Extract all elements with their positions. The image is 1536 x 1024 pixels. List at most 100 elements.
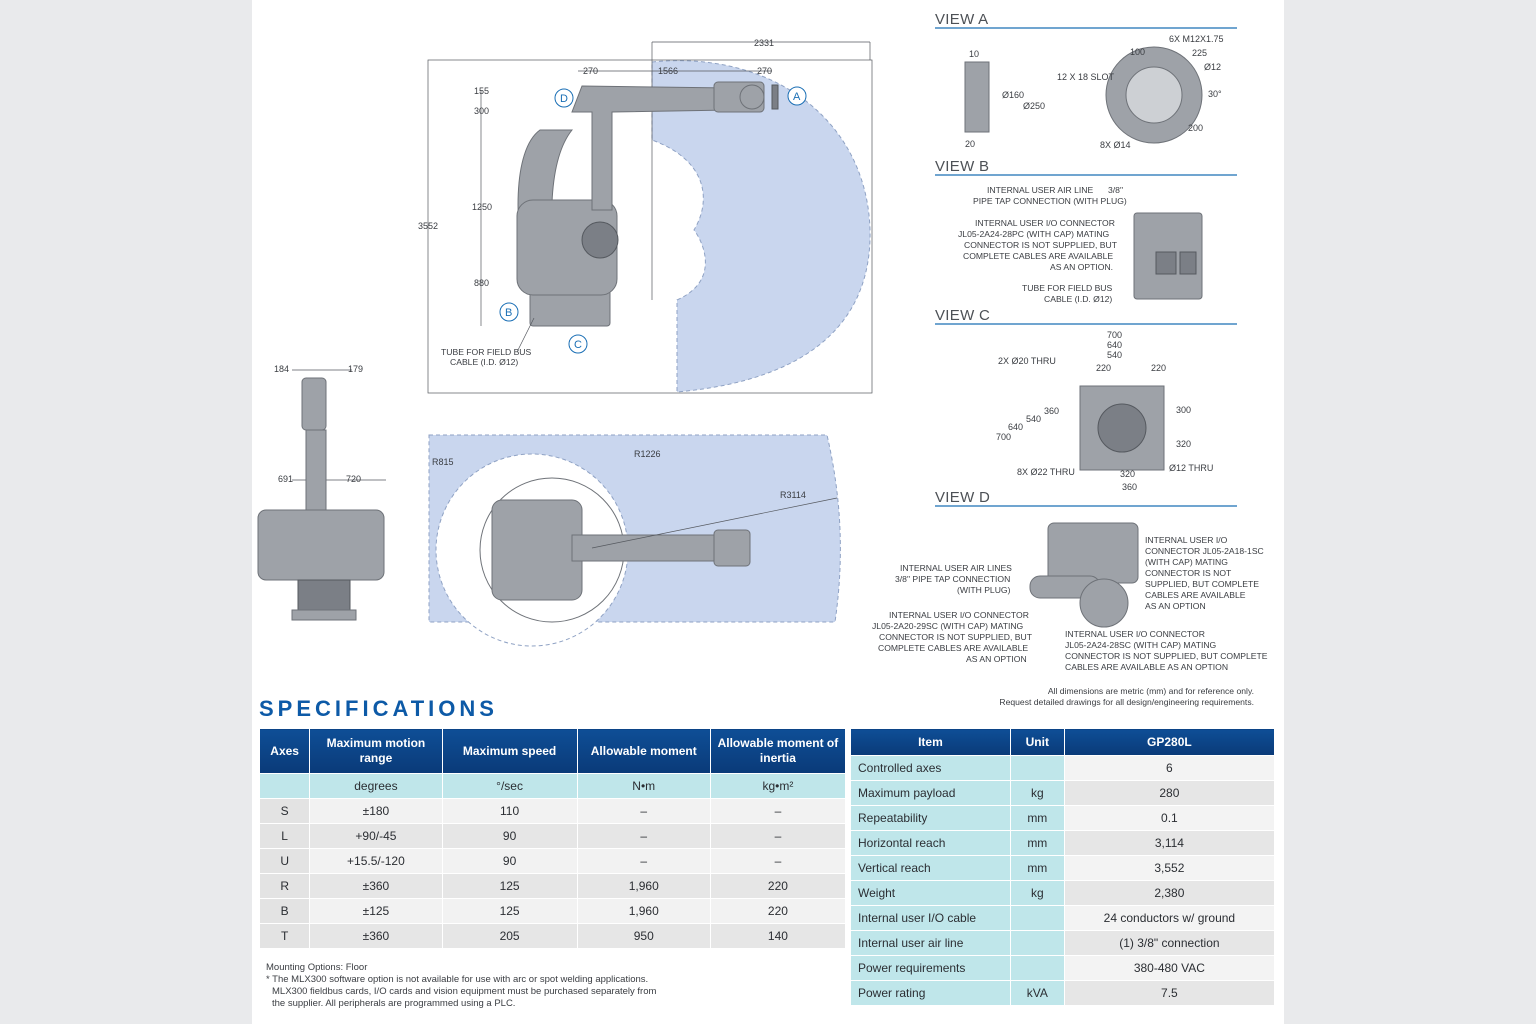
view-d: VIEW D INTERNAL USER I/O CONNECTOR JL05-… [872,489,1268,672]
table-row: Internal user I/O cable 24 conductors w/… [850,905,1276,931]
footnote-1: * The MLX300 software option is not avai… [266,974,649,985]
svg-text:Ø160: Ø160 [1002,90,1024,100]
svg-text:INTERNAL USER I/O CONNECTOR: INTERNAL USER I/O CONNECTOR [1065,629,1205,639]
footnote-3: the supplier. All peripherals are progra… [272,998,516,1009]
table-row: Maximum payload kg 280 [850,780,1276,806]
side-view-drawing: 2331 270 1566 270 155 300 1250 3552 880 … [418,38,873,394]
svg-text:JL05-2A20-29SC (WITH CAP) MATI: JL05-2A20-29SC (WITH CAP) MATING [872,621,1024,631]
header-model: GP280L [1063,728,1276,756]
svg-text:220: 220 [1151,363,1166,373]
dim-270-left: 270 [583,66,598,76]
header-motion-range: Maximum motion range [309,728,443,774]
svg-text:CABLE (I.D. Ø12): CABLE (I.D. Ø12) [450,357,518,367]
callout-b: B [499,302,519,322]
svg-text:INTERNAL USER AIR LINES: INTERNAL USER AIR LINES [900,563,1012,573]
front-view-drawing: 184 179 691 720 [257,364,386,621]
view-a-title: VIEW A [935,11,988,28]
svg-text:540: 540 [1026,414,1041,424]
dim-1566: 1566 [658,66,678,76]
svg-text:AS AN OPTION.: AS AN OPTION. [1050,262,1113,272]
svg-text:CABLES ARE AVAILABLE AS AN OPT: CABLES ARE AVAILABLE AS AN OPTION [1065,662,1228,672]
table-row: Internal user air line (1) 3/8" connecti… [850,930,1276,956]
svg-text:COMPLETE CABLES ARE AVAILABLE: COMPLETE CABLES ARE AVAILABLE [878,643,1028,653]
svg-text:3/8" PIPE TAP CONNECTION: 3/8" PIPE TAP CONNECTION [895,574,1010,584]
spec-sheet: 2331 270 1566 270 155 300 1250 3552 880 … [252,0,1284,1024]
svg-text:200: 200 [1188,123,1203,133]
svg-text:CONNECTOR IS NOT: CONNECTOR IS NOT [1145,568,1232,578]
table-row: R ±360 125 1,960 220 [258,873,847,899]
svg-text:320: 320 [1120,469,1135,479]
top-view-drawing: R815 R1226 R3114 [428,434,841,647]
header-moment-inertia: Allowable moment of inertia [709,728,847,774]
svg-text:8X Ø14: 8X Ø14 [1100,140,1131,150]
technical-drawings: 2331 270 1566 270 155 300 1250 3552 880 … [257,11,1268,672]
table-row: Horizontal reach mm 3,114 [850,830,1276,856]
svg-text:3/8": 3/8" [1108,185,1123,195]
svg-text:Ø12: Ø12 [1204,62,1221,72]
table-row: Power requirements 380-480 VAC [850,955,1276,981]
view-a: VIEW A 6X M12X1.75 100 225 Ø12 30° 12 X … [935,11,1237,150]
dim-270-right: 270 [757,66,772,76]
dim-179: 179 [348,364,363,374]
svg-text:SUPPLIED, BUT COMPLETE: SUPPLIED, BUT COMPLETE [1145,579,1259,589]
callout-d: D [554,88,574,108]
svg-text:CONNECTOR IS NOT SUPPLIED, BUT: CONNECTOR IS NOT SUPPLIED, BUT [879,632,1033,642]
svg-text:640: 640 [1008,422,1023,432]
svg-text:20: 20 [965,139,975,149]
dim-r3114: R3114 [780,490,806,500]
dim-880: 880 [474,278,489,288]
dim-r1226: R1226 [634,449,661,459]
footnotes: Mounting Options: Floor * The MLX300 sof… [266,962,826,1010]
svg-text:300: 300 [1176,405,1191,415]
svg-text:INTERNAL USER AIR LINE: INTERNAL USER AIR LINE [987,185,1093,195]
svg-text:640: 640 [1107,340,1122,350]
view-c: VIEW C 700 640 540 220 220 2X Ø20 THRU 3… [935,307,1237,492]
svg-text:C: C [574,339,582,351]
svg-text:INTERNAL USER I/O CONNECTOR: INTERNAL USER I/O CONNECTOR [889,610,1029,620]
svg-text:A: A [793,91,801,103]
item-spec-table: Item Unit GP280L Controlled axes 6 Maxim… [850,728,1276,1006]
svg-text:(WITH PLUG): (WITH PLUG) [957,585,1011,595]
header-max-speed: Maximum speed [441,728,578,774]
dim-691: 691 [278,474,293,484]
header-unit: Unit [1009,728,1065,756]
table-row: T ±360 205 950 140 [258,923,847,949]
header-allowable-moment: Allowable moment [576,728,711,774]
svg-text:CABLE (I.D. Ø12): CABLE (I.D. Ø12) [1044,294,1112,304]
svg-text:360: 360 [1044,406,1059,416]
svg-text:INTERNAL USER I/O CONNECTOR: INTERNAL USER I/O CONNECTOR [975,218,1115,228]
table-row: S ±180 110 – – [258,798,847,824]
view-b-title: VIEW B [935,158,989,175]
table-row: B ±125 125 1,960 220 [258,898,847,924]
svg-text:TUBE FOR FIELD BUS: TUBE FOR FIELD BUS [1022,283,1113,293]
table-row: Power rating kVA 7.5 [850,980,1276,1006]
specifications-title: SPECIFICATIONS [259,696,498,721]
table-row: Weight kg 2,380 [850,880,1276,906]
svg-text:10: 10 [969,49,979,59]
svg-text:540: 540 [1107,350,1122,360]
dimensions-note: All dimensions are metric (mm) and for r… [999,686,1254,707]
dim-3552: 3552 [418,221,438,231]
svg-text:700: 700 [996,432,1011,442]
svg-text:360: 360 [1122,482,1137,492]
dim-2331: 2331 [754,38,774,48]
svg-text:Ø250: Ø250 [1023,101,1045,111]
svg-text:220: 220 [1096,363,1111,373]
table-row: L +90/-45 90 – – [258,823,847,849]
svg-text:AS AN OPTION: AS AN OPTION [1145,601,1206,611]
side-work-envelope [651,60,871,393]
header-item: Item [850,728,1011,756]
dim-1250: 1250 [472,202,492,212]
callout-c: C [568,334,588,354]
svg-text:30°: 30° [1208,89,1222,99]
svg-text:CONNECTOR IS NOT SUPPLIED, BUT: CONNECTOR IS NOT SUPPLIED, BUT COMPLETE [1065,651,1268,661]
table-row: U +15.5/-120 90 – – [258,848,847,874]
svg-text:AS AN OPTION: AS AN OPTION [966,654,1027,664]
table-row: Repeatability mm 0.1 [850,805,1276,831]
svg-text:700: 700 [1107,330,1122,340]
svg-text:JL05-2A24-28SC (WITH CAP) MATI: JL05-2A24-28SC (WITH CAP) MATING [1065,640,1217,650]
dim-300: 300 [474,106,489,116]
view-d-title: VIEW D [935,489,990,506]
svg-text:PIPE TAP CONNECTION (WITH PLUG: PIPE TAP CONNECTION (WITH PLUG) [973,196,1127,206]
svg-text:CABLES ARE AVAILABLE: CABLES ARE AVAILABLE [1145,590,1246,600]
